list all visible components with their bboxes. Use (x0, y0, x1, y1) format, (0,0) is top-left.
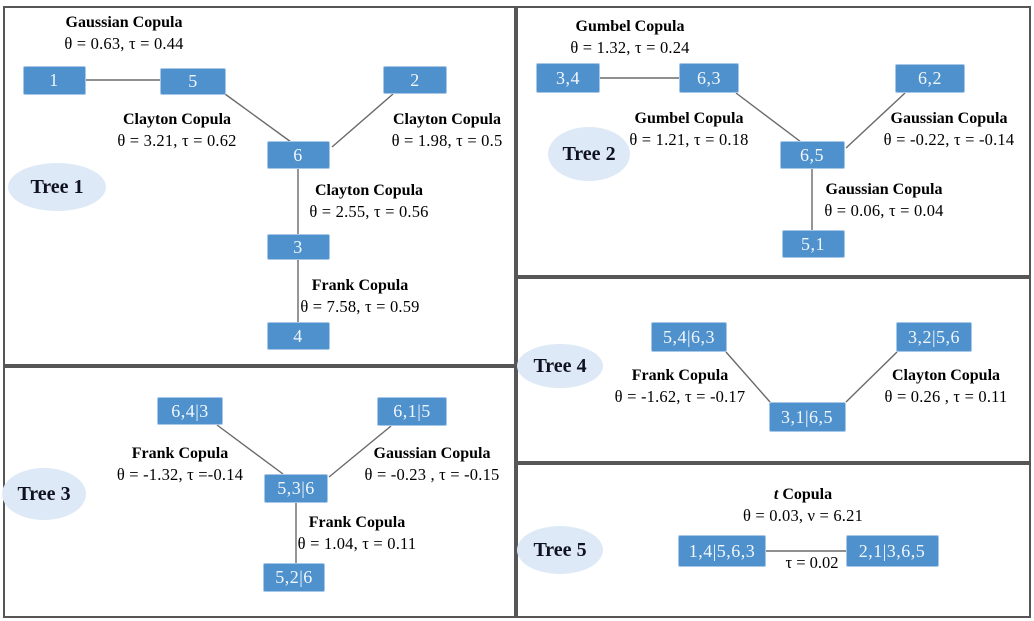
node-2: 2 (383, 66, 447, 94)
node-5,2|6: 5,2|6 (263, 562, 325, 592)
copula-params: θ = 0.63, τ = 0.44 (64, 34, 184, 53)
panel-tree-2 (516, 6, 1031, 277)
node-label: 3,4 (556, 68, 580, 88)
edge-label-tree-3-0: Frank Copula θ = -1.32, τ =-0.14 (117, 444, 243, 486)
node-label: 6 (293, 145, 303, 165)
node-label: 2,1|3,6,5 (858, 541, 926, 561)
edge-sub-label: τ = 0.02 (785, 553, 839, 572)
copula-params: θ = 0.03, ν = 6.21 (742, 506, 864, 525)
edge-label-tree-3-2: Frank Copula θ = 1.04, τ = 0.11 (298, 513, 417, 555)
node-3: 3 (266, 234, 330, 260)
copula-name: Clayton Copula (392, 111, 502, 128)
copula-params: θ = 0.26 , τ = 0.11 (884, 387, 1008, 406)
copula-params: θ = 1.32, τ = 0.24 (570, 38, 690, 57)
copula-params: θ = 1.04, τ = 0.11 (297, 534, 417, 553)
copula-name: Frank Copula (308, 514, 406, 531)
edge-label-tree-5-0: t Copula θ = 0.03, ν = 6.21 (743, 485, 863, 527)
tree-badge-tree-5: Tree 5 (517, 526, 603, 574)
node-1: 1 (22, 65, 86, 95)
node-3,1|6,5: 3,1|6,5 (768, 402, 846, 432)
edge-label-tree-3-1: Gaussian Copula θ = -0.23 , τ = -0.15 (365, 444, 500, 486)
node-label: 6,3 (697, 68, 721, 88)
node-5,4|6,3: 5,4|6,3 (651, 322, 727, 352)
tree-badge-label: Tree 4 (533, 354, 587, 377)
edge-label-tree-2-0: Gumbel Copula θ = 1.32, τ = 0.24 (570, 17, 689, 59)
tree-badge-label: Tree 3 (17, 482, 71, 505)
node-3,2|5,6: 3,2|5,6 (896, 322, 972, 352)
node-4: 4 (266, 322, 330, 350)
edge-label-tree-2-2: Gaussian Copula θ = -0.22, τ = -0.14 (884, 109, 1015, 151)
copula-params: θ = 7.58, τ = 0.59 (300, 297, 420, 316)
copula-name: Gumbel Copula (634, 110, 744, 127)
node-6,2: 6,2 (895, 63, 965, 93)
node-label: 6,1|5 (393, 401, 431, 421)
node-label: 3 (293, 237, 303, 257)
copula-name: Gumbel Copula (575, 18, 685, 35)
copula-params: θ = 3.21, τ = 0.62 (117, 131, 237, 150)
copula-params: θ = 2.55, τ = 0.56 (309, 202, 429, 221)
copula-name: Frank Copula (311, 277, 409, 294)
panel-tree-1 (3, 6, 516, 366)
panel-tree-5 (516, 463, 1031, 618)
edge-label-tree-1-0: Gaussian Copula θ = 0.63, τ = 0.44 (64, 13, 183, 55)
node-label: 1 (49, 70, 59, 90)
copula-params: θ = -0.23 , τ = -0.15 (364, 465, 500, 484)
tree-badge-label: Tree 1 (30, 175, 84, 198)
copula-name: Gaussian Copula (825, 181, 943, 198)
node-label: 6,2 (918, 68, 942, 88)
node-label: 1,4|5,6,3 (688, 541, 756, 561)
copula-name: Clayton Copula (314, 182, 424, 199)
edge-label-tree-1-4: Frank Copula θ = 7.58, τ = 0.59 (300, 276, 419, 318)
tree-badge-tree-3: Tree 3 (2, 468, 86, 520)
tree-badge-label: Tree 5 (533, 538, 587, 561)
node-label: 5,3|6 (277, 478, 315, 498)
tree-badge-tree-2: Tree 2 (548, 127, 630, 181)
copula-name: t Copula (773, 486, 833, 503)
copula-name: Frank Copula (631, 367, 729, 384)
copula-params: θ = 1.98, τ = 0.5 (391, 131, 503, 150)
node-label: 5,4|6,3 (662, 327, 716, 347)
tree-badge-tree-1: Tree 1 (8, 163, 106, 211)
node-6,4|3: 6,4|3 (157, 397, 223, 425)
tree-badge-tree-4: Tree 4 (517, 344, 603, 388)
node-6,5: 6,5 (779, 141, 845, 169)
node-label: 3,2|5,6 (907, 327, 961, 347)
node-label: 3,1|6,5 (780, 407, 834, 427)
copula-params: θ = -0.22, τ = -0.14 (883, 130, 1015, 149)
copula-params: θ = -1.32, τ =-0.14 (116, 465, 244, 484)
node-3,4: 3,4 (536, 63, 600, 93)
node-label: 6,5 (800, 145, 824, 165)
node-6,3: 6,3 (679, 63, 739, 93)
node-label: 5,1 (801, 234, 825, 254)
node-2,1|3,6,5: 2,1|3,6,5 (845, 535, 939, 567)
node-6,1|5: 6,1|5 (377, 396, 447, 426)
copula-params: θ = 0.06, τ = 0.04 (824, 201, 944, 220)
edge-label-tree-2-1: Gumbel Copula θ = 1.21, τ = 0.18 (629, 109, 748, 151)
copula-name: Clayton Copula (891, 367, 1001, 384)
node-6: 6 (266, 141, 330, 169)
edge-label-tree-2-3: Gaussian Copula θ = 0.06, τ = 0.04 (824, 180, 943, 222)
copula-name: Gaussian Copula (890, 110, 1008, 127)
copula-name: Frank Copula (131, 445, 229, 462)
copula-name: Gaussian Copula (373, 445, 491, 462)
node-label: 6,4|3 (171, 401, 209, 421)
node-label: 4 (293, 326, 303, 346)
node-label: 5,2|6 (275, 567, 313, 587)
edge-label-tree-4-1: Clayton Copula θ = 0.26 , τ = 0.11 (885, 366, 1008, 408)
edge-label-tree-4-0: Frank Copula θ = -1.62, τ = -0.17 (615, 366, 746, 408)
edge-label-tree-1-3: Clayton Copula θ = 2.55, τ = 0.56 (309, 181, 428, 223)
edge-label-tree-1-2: Clayton Copula θ = 1.98, τ = 0.5 (392, 110, 503, 152)
edge-label-tree-1-1: Clayton Copula θ = 3.21, τ = 0.62 (117, 110, 236, 152)
node-1,4|5,6,3: 1,4|5,6,3 (678, 535, 766, 567)
copula-name: Clayton Copula (122, 111, 232, 128)
tree-badge-label: Tree 2 (562, 142, 616, 165)
node-label: 2 (410, 70, 420, 90)
copula-params: θ = -1.62, τ = -0.17 (614, 387, 746, 406)
node-5: 5 (160, 67, 226, 95)
node-5,1: 5,1 (781, 230, 845, 258)
node-label: 5 (188, 71, 198, 91)
copula-params: θ = 1.21, τ = 0.18 (629, 130, 749, 149)
copula-name: Gaussian Copula (65, 14, 183, 31)
node-5,3|6: 5,3|6 (264, 473, 328, 503)
